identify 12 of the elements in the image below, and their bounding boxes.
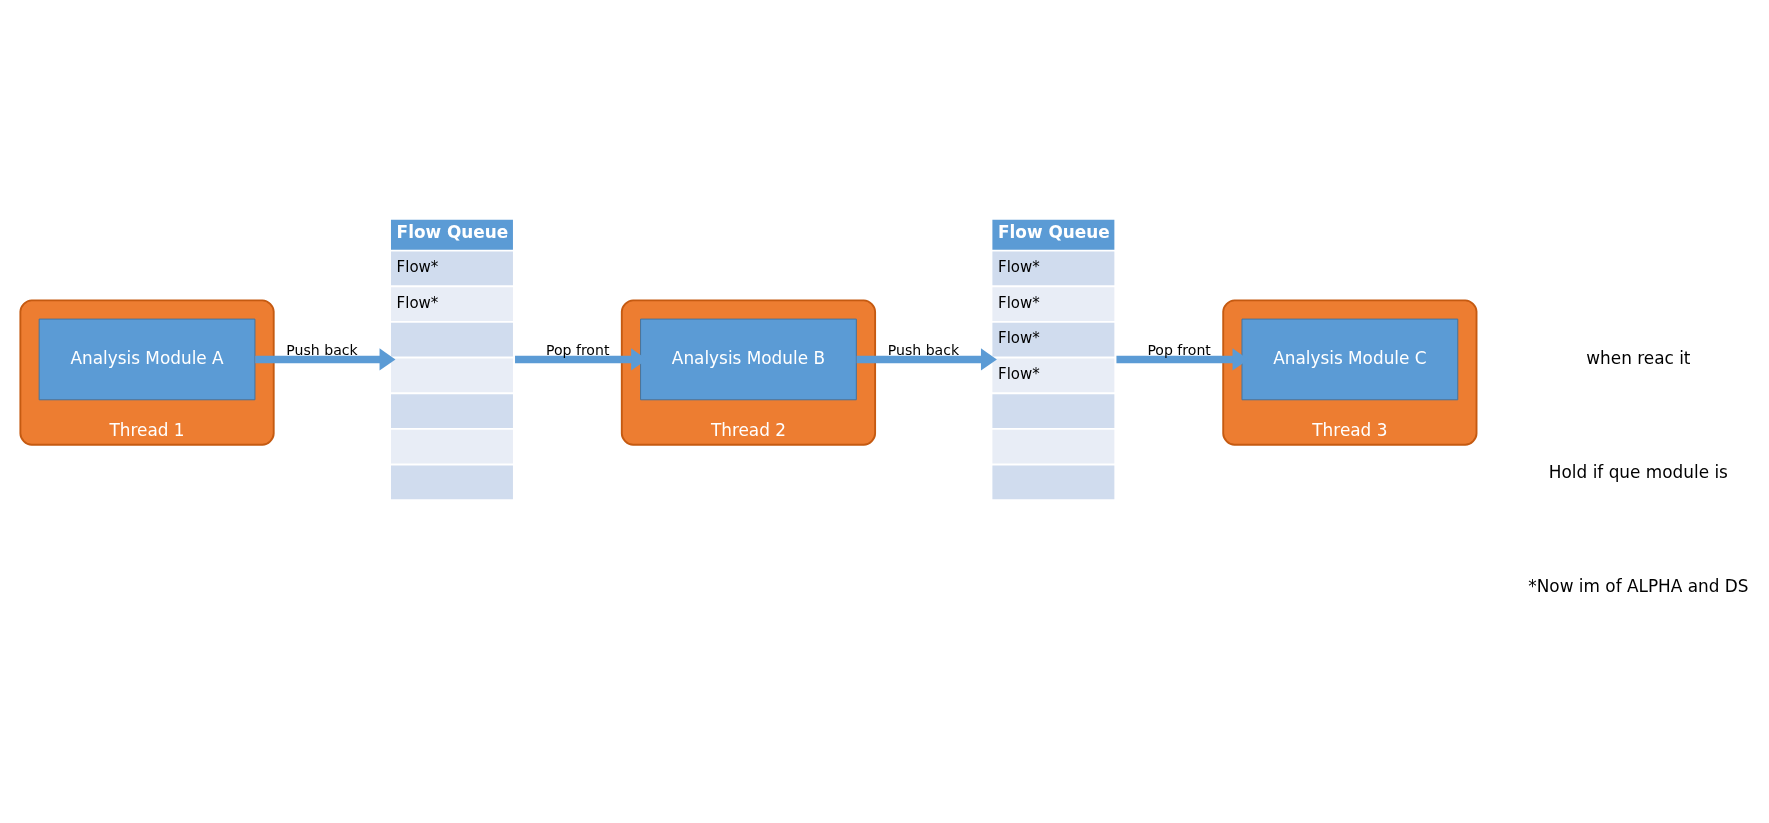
edge-label: Push back bbox=[887, 341, 960, 358]
label: when reac it bbox=[1586, 347, 1691, 368]
edge-label: Push back bbox=[286, 341, 358, 358]
node-box: Analysis Module A bbox=[38, 318, 256, 401]
node-box: Analysis Module B bbox=[640, 318, 857, 401]
arrow bbox=[856, 348, 997, 371]
arrow bbox=[255, 348, 396, 371]
edge-label: Pop front bbox=[545, 341, 610, 358]
node-box: Analysis Module C bbox=[1241, 318, 1459, 401]
label: *Now im of ALPHA and DS bbox=[1528, 576, 1749, 597]
label: Hold if que module is bbox=[1548, 462, 1728, 483]
edge-label: Pop front bbox=[1147, 341, 1211, 358]
